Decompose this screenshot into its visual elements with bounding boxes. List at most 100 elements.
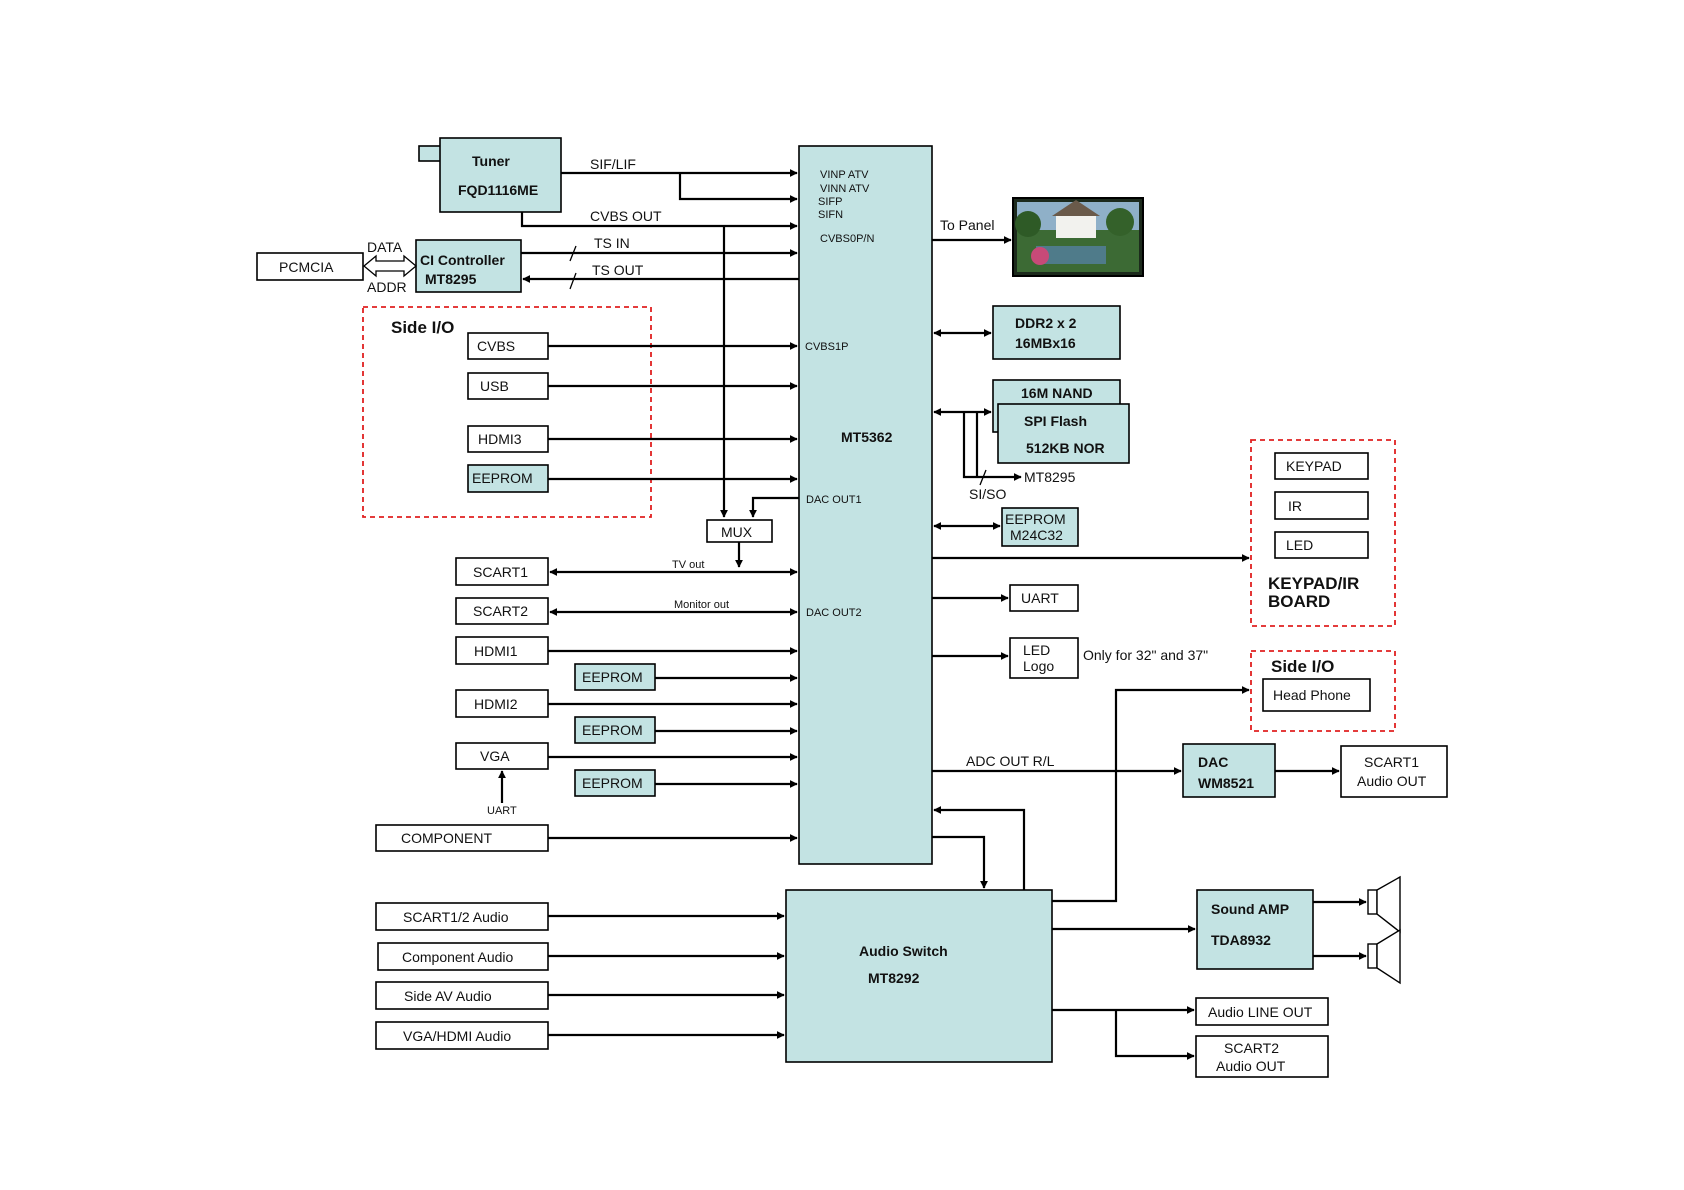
side-hdmi3-label: HDMI3 [478, 431, 522, 447]
mux-block: MUX [706, 519, 773, 543]
sound-amp-label: Sound AMP [1211, 901, 1289, 917]
audio-switch-block: Audio Switch MT8292 [785, 889, 1053, 1063]
pin-vinn: VINN ATV [820, 183, 870, 195]
component-label: COMPONENT [401, 830, 492, 846]
hdmi2-label: HDMI2 [474, 696, 518, 712]
spi-line2: 512KB NOR [1026, 440, 1105, 456]
speaker-icon [1367, 875, 1401, 985]
keypad-ir-board-group: KEYPAD IR LED KEYPAD/IR BOARD [1250, 439, 1396, 627]
scart2-audio-out-block: SCART2 Audio OUT [1195, 1035, 1329, 1078]
dac-label: DAC [1198, 754, 1228, 770]
pin-sifn: SIFN [818, 209, 843, 221]
side-usb-label: USB [480, 378, 509, 394]
soc-block: VINP ATV VINN ATV SIFP SIFN CVBS0P/N CVB… [798, 145, 933, 865]
ci-controller-block: CI Controller MT8295 [415, 239, 522, 293]
pcmcia-label: PCMCIA [279, 259, 334, 275]
scart1-audio-out-line2: Audio OUT [1357, 773, 1427, 789]
pcmcia-block: PCMCIA [256, 252, 364, 281]
ci-controller-label: CI Controller [420, 252, 505, 268]
mux-label: MUX [721, 524, 753, 540]
audio-line-out-label: Audio LINE OUT [1208, 1004, 1313, 1020]
audio-switch-part: MT8292 [868, 970, 920, 986]
only-for-note: Only for 32" and 37" [1083, 647, 1208, 663]
pin-dac-out1: DAC OUT1 [806, 494, 862, 506]
scart1-label: SCART1 [473, 564, 528, 580]
si-so-label: SI/SO [969, 486, 1006, 502]
data-label: DATA [367, 239, 403, 255]
input-vga: VGA [455, 742, 549, 770]
input-hdmi2-eeprom: EEPROM [574, 716, 656, 744]
led-label: LED [1286, 537, 1313, 553]
hdmi1-label: HDMI1 [474, 643, 518, 659]
hdmi1-eeprom-label: EEPROM [582, 669, 643, 685]
sound-amp-block: Sound AMP TDA8932 [1196, 889, 1314, 970]
audio-input-side-av-label: Side AV Audio [404, 988, 492, 1004]
adc-out-label: ADC OUT R/L [966, 753, 1055, 769]
pin-dac-out2: DAC OUT2 [806, 607, 862, 619]
headphone-label: Head Phone [1273, 687, 1351, 703]
dac-part: WM8521 [1198, 775, 1254, 791]
audio-input-component: Component Audio [377, 942, 549, 971]
ddr2-line1: DDR2 x 2 [1015, 315, 1077, 331]
ddr2-line2: 16MBx16 [1015, 335, 1076, 351]
ts-in-label: TS IN [594, 235, 630, 251]
input-hdmi1-eeprom: EEPROM [574, 663, 656, 691]
scart2-audio-out-line1: SCART2 [1224, 1040, 1279, 1056]
cvbs-out-label: CVBS OUT [590, 208, 662, 224]
eeprom-m24c32-line1: EEPROM [1005, 511, 1066, 527]
mt8295-ref-label: MT8295 [1024, 469, 1076, 485]
scart2-audio-out-line2: Audio OUT [1216, 1058, 1286, 1074]
pin-vinp: VINP ATV [820, 169, 869, 181]
tv-out-label: TV out [672, 559, 704, 571]
hdmi2-eeprom-label: EEPROM [582, 722, 643, 738]
input-component: COMPONENT [375, 824, 549, 852]
monitor-out-label: Monitor out [674, 599, 729, 611]
led-logo-line1: LED [1023, 642, 1050, 658]
input-scart1: SCART1 [455, 557, 549, 586]
side-io-right-group: Side I/O Head Phone [1250, 650, 1396, 732]
side-io-left-group: Side I/O CVBS USB HDMI3 EEPROM [362, 306, 652, 518]
led-logo-line2: Logo [1023, 658, 1054, 674]
audio-input-vga-hdmi: VGA/HDMI Audio [375, 1021, 549, 1050]
spi-line1: SPI Flash [1024, 413, 1087, 429]
addr-label: ADDR [367, 279, 407, 295]
audio-input-side-av: Side AV Audio [375, 981, 549, 1010]
pin-cvbs1: CVBS1P [805, 341, 848, 353]
audio-switch-label: Audio Switch [859, 943, 948, 959]
nand-label: 16M NAND [1021, 385, 1093, 401]
audio-input-vga-hdmi-label: VGA/HDMI Audio [403, 1028, 511, 1044]
scart2-label: SCART2 [473, 603, 528, 619]
vga-label: VGA [480, 748, 510, 764]
uart-small-label: UART [487, 805, 517, 817]
sif-lif-label: SIF/LIF [590, 156, 636, 172]
side-cvbs-label: CVBS [477, 338, 515, 354]
side-io-left-title: Side I/O [391, 318, 454, 337]
led-logo-block: LED Logo [1009, 637, 1079, 679]
audio-line-out-block: Audio LINE OUT [1195, 997, 1329, 1026]
keypad-label: KEYPAD [1286, 458, 1342, 474]
vga-eeprom-label: EEPROM [582, 775, 643, 791]
audio-input-scart: SCART1/2 Audio [375, 902, 549, 931]
input-hdmi2: HDMI2 [455, 689, 549, 718]
keypad-board-title-line1: KEYPAD/IR [1268, 574, 1359, 593]
dac-block: DAC WM8521 [1182, 743, 1276, 798]
panel-display-image [1012, 197, 1144, 277]
soc-label: MT5362 [841, 429, 893, 445]
pin-cvbs0: CVBS0P/N [820, 233, 874, 245]
audio-input-component-label: Component Audio [402, 949, 514, 965]
eeprom-m24c32-line2: M24C32 [1010, 527, 1063, 543]
audio-input-scart-label: SCART1/2 Audio [403, 909, 509, 925]
scart1-audio-out-line1: SCART1 [1364, 754, 1419, 770]
uart-block: UART [1009, 584, 1079, 612]
to-panel-label: To Panel [940, 217, 994, 233]
side-eeprom-label: EEPROM [472, 470, 533, 486]
ts-out-label: TS OUT [592, 262, 644, 278]
input-hdmi1: HDMI1 [455, 636, 549, 665]
keypad-board-title-line2: BOARD [1268, 592, 1330, 611]
ci-controller-part: MT8295 [425, 271, 477, 287]
tuner-part: FQD1116ME [458, 182, 538, 198]
input-vga-eeprom: EEPROM [574, 769, 656, 797]
pin-sifp: SIFP [818, 196, 842, 208]
